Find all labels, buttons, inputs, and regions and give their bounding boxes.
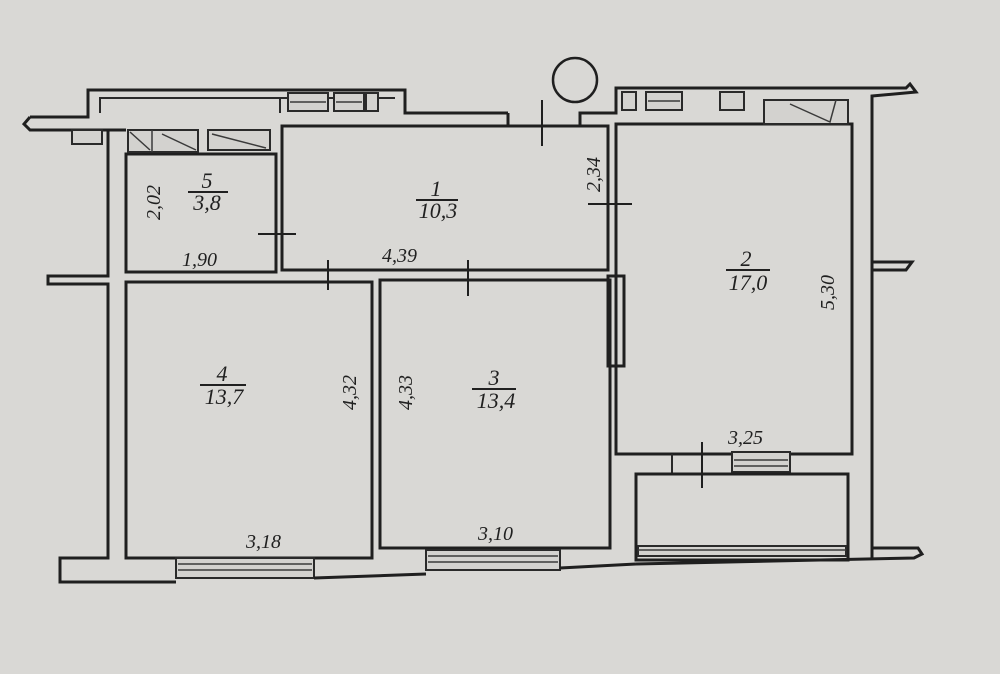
room-2: [606, 99, 854, 488]
svg-text:10,3: 10,3: [419, 198, 458, 223]
ventilation-circle-icon: [551, 56, 599, 104]
svg-text:3: 3: [488, 365, 500, 390]
room-3: [378, 278, 637, 571]
dim-room3-height: 4,33: [395, 375, 417, 410]
dim-room5-width: 1,90: [182, 249, 217, 271]
svg-text:3,8: 3,8: [192, 190, 221, 215]
room-4: [124, 280, 427, 580]
svg-text:2: 2: [741, 246, 752, 271]
svg-text:5: 5: [202, 168, 213, 193]
dim-room3-width: 3,10: [477, 523, 513, 545]
dim-room1-height: 2,34: [583, 157, 605, 192]
room-label-1: 1 10,3: [416, 176, 458, 223]
dim-room2-height: 5,30: [817, 275, 839, 310]
room-label-2: 2 17,0: [726, 246, 770, 295]
top-window-left: [287, 92, 379, 112]
room-1: [280, 100, 632, 296]
svg-text:17,0: 17,0: [729, 270, 768, 295]
room-label-3: 3 13,4: [472, 365, 516, 413]
dim-room4-height: 4,32: [339, 375, 361, 410]
dim-room4-width: 3,18: [245, 531, 281, 553]
svg-text:1: 1: [431, 176, 442, 201]
dim-room1-width: 4,39: [382, 245, 417, 267]
dim-room5-height: 2,02: [143, 185, 165, 220]
room-label-4: 4 13,7: [200, 361, 246, 409]
svg-text:4: 4: [217, 361, 228, 386]
svg-text:13,7: 13,7: [205, 384, 245, 409]
dim-room2-width: 3,25: [727, 427, 763, 449]
room-label-5: 5 3,8: [188, 168, 228, 215]
top-window-right: [621, 91, 745, 111]
top-exterior-wall: [21, 81, 925, 584]
svg-text:13,4: 13,4: [477, 388, 516, 413]
balcony: [634, 472, 850, 562]
room-5: [71, 129, 296, 274]
